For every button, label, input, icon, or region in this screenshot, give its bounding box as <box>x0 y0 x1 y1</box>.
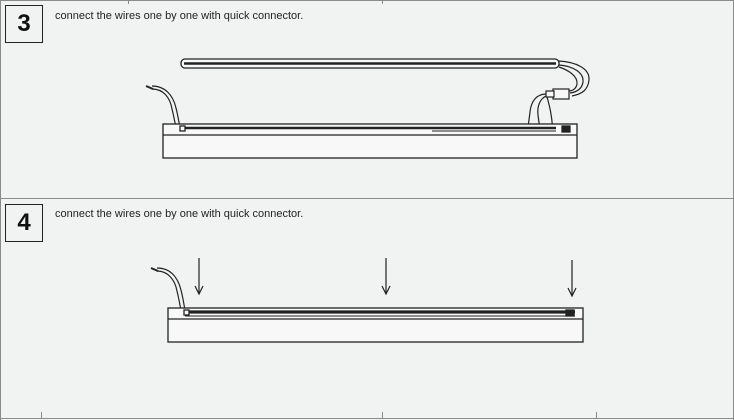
bottom-tick-right <box>596 412 597 418</box>
step-number-badge: 4 <box>5 204 43 242</box>
fixture-housing <box>167 307 584 343</box>
step-instruction: connect the wires one by one with quick … <box>55 208 304 220</box>
quick-connector <box>545 88 570 100</box>
bottom-tick-left <box>41 412 42 418</box>
placement-arrow-center <box>381 258 391 296</box>
top-tick-left <box>128 0 129 4</box>
top-tick-right <box>382 0 383 4</box>
bottom-tick-mid <box>382 412 383 418</box>
housing-input-wire <box>145 85 181 129</box>
step-number-badge: 3 <box>5 5 43 43</box>
step-4-illustration <box>150 258 584 343</box>
strip-lead-wires <box>558 60 590 97</box>
top-border <box>0 0 734 1</box>
section-divider <box>0 198 734 199</box>
housing-input-wire <box>150 267 186 312</box>
light-strip-bar <box>180 58 560 69</box>
bottom-border <box>0 418 734 419</box>
placement-arrow-left <box>194 258 204 296</box>
step-instruction: connect the wires one by one with quick … <box>55 10 304 22</box>
step-3-illustration <box>145 58 590 159</box>
fixture-housing <box>162 123 578 159</box>
left-border <box>0 0 1 420</box>
placement-arrow-right <box>567 260 577 298</box>
